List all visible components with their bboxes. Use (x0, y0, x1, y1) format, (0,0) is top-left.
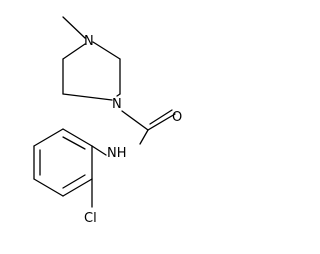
atom-label-n-amide-ring: N (112, 97, 122, 112)
bond-ar-2 (33, 128, 64, 147)
bond-carbonyl-double-1 (147, 113, 176, 131)
bond-n-ring-left-top (62, 43, 86, 60)
atom-label-cl: Cl (84, 211, 97, 226)
bond-ar-1 (62, 128, 93, 147)
bond-ring-left-bottom (62, 93, 113, 101)
bond-ar-4 (33, 178, 64, 197)
bond-carbonyl-nh (139, 129, 149, 145)
bond-methyl-n (62, 16, 86, 39)
bond-nh-aryl (91, 145, 107, 156)
bond-n-carbonyl (121, 110, 149, 131)
atom-label-n-methyl: N (84, 34, 94, 49)
atom-labels: N N O NH Cl (84, 34, 182, 226)
bond-n-ring-right-top (92, 41, 121, 60)
bond-ar-5 (62, 178, 93, 197)
chemical-structure: N N O NH Cl (33, 16, 182, 226)
bond-ar-inner-3 (62, 174, 86, 189)
bond-ring-right-bottom (116, 93, 121, 97)
bond-carbonyl-double-2 (149, 109, 173, 125)
atom-label-o-carbonyl: O (172, 110, 182, 125)
atom-label-nh-amide: NH (107, 146, 127, 161)
bond-ar-inner-1 (62, 136, 86, 150)
bonds (33, 16, 176, 208)
